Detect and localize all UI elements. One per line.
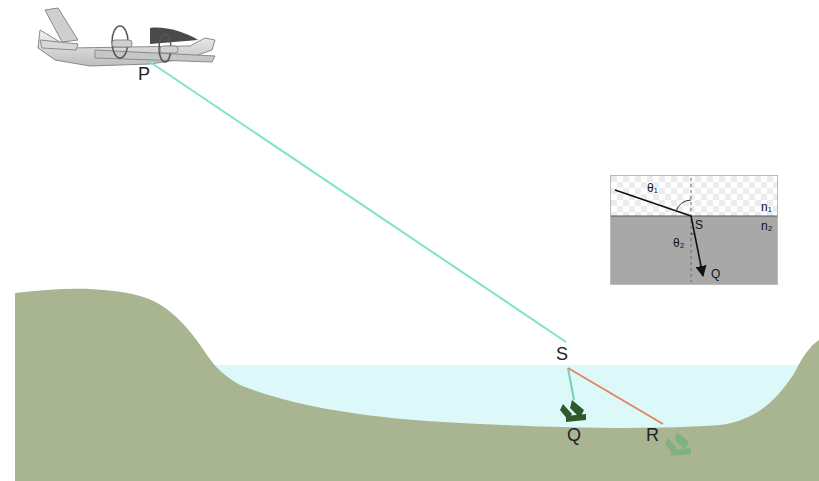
point-label: P	[138, 64, 150, 84]
ground	[15, 289, 819, 481]
refracted-ray	[568, 368, 574, 400]
point-label: Q	[711, 267, 720, 281]
point-label: S	[556, 344, 568, 364]
plant-r	[665, 432, 691, 456]
point-label: Q	[567, 425, 581, 445]
point-label: R	[646, 425, 659, 445]
index-label: n₂	[761, 219, 772, 233]
angle-label: θ₁	[647, 181, 658, 195]
index-label: n₁	[761, 200, 772, 214]
plant-q	[560, 400, 586, 422]
airplane	[38, 8, 215, 66]
inset-illustration	[611, 176, 777, 284]
inset-box: θ₁ Sn₁ n₂ θ₂ Q	[610, 175, 778, 285]
angle-label: θ₂	[673, 236, 684, 250]
incident-ray	[150, 62, 566, 342]
point-label: S	[695, 218, 703, 232]
